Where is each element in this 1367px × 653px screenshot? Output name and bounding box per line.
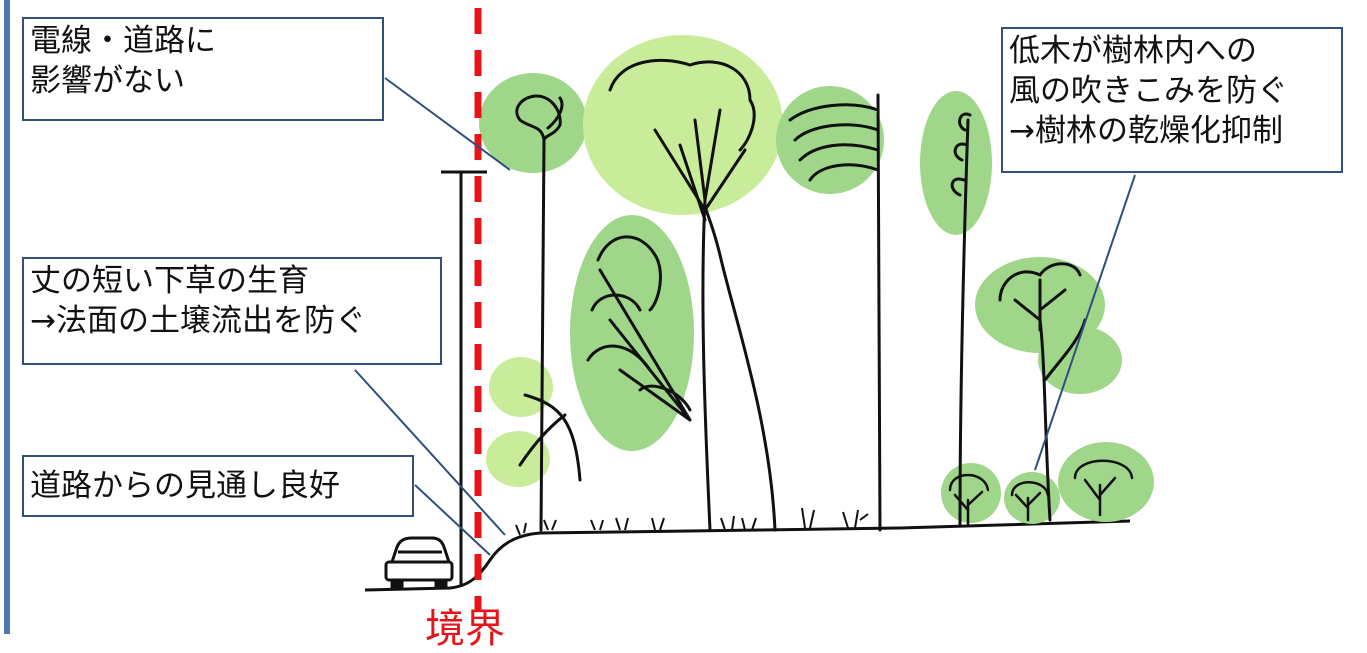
tree-canopy — [776, 86, 884, 194]
callout-text: 風の吹きこみを防ぐ — [1009, 73, 1288, 109]
grass-icon — [515, 507, 869, 536]
tree-canopy — [570, 215, 694, 451]
tree-canopy — [1038, 326, 1122, 394]
callout-wires: 電線・道路に 影響がない — [22, 17, 384, 121]
leader-lines — [354, 77, 1136, 556]
callout-text: 電線・道路に — [30, 23, 216, 59]
tree-canopy — [920, 91, 992, 235]
callout-text: 道路からの見通し良好 — [30, 468, 340, 504]
utility-pole-icon — [441, 170, 487, 587]
callout-text: 丈の短い下草の生育 — [30, 263, 309, 299]
ground-line — [364, 519, 1131, 592]
boundary-label: 境界 — [425, 606, 505, 652]
callout-shrubs: 低木が樹林内への 風の吹きこみを防ぐ →樹林の乾燥化抑制 — [1001, 27, 1343, 173]
accent-bar — [4, 0, 10, 634]
callout-text: 影響がない — [30, 63, 185, 99]
callout-text: 低木が樹林内への — [1009, 33, 1257, 69]
shrubs — [948, 459, 1134, 527]
callout-visibility: 道路からの見通し良好 — [22, 455, 414, 517]
tree-canopy — [1058, 442, 1154, 522]
tree-canopy — [941, 463, 1001, 523]
callout-grass: 丈の短い下草の生育 →法面の土壌流出を防ぐ — [22, 257, 442, 365]
tree-canopy — [489, 357, 553, 417]
car-icon — [384, 536, 454, 590]
callout-text: →法面の土壌流出を防ぐ — [30, 303, 366, 339]
tree-canopy — [1004, 472, 1060, 524]
callout-text: →樹林の乾燥化抑制 — [1009, 113, 1283, 149]
